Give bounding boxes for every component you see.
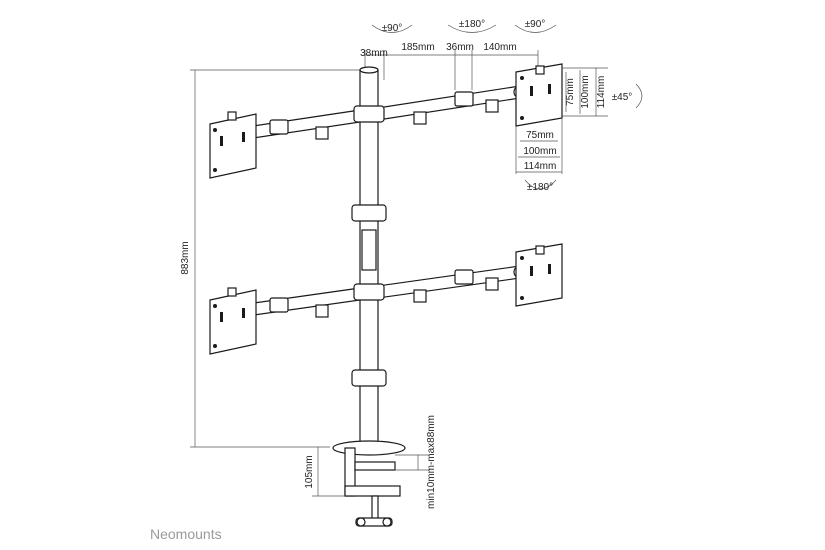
pole-height-dimension: 883mm	[180, 69, 365, 448]
vesa-v-75: 75mm	[565, 78, 576, 106]
pole	[351, 66, 387, 449]
vesa-plate-bottom-left	[209, 287, 257, 355]
pole-height-label: 883mm	[180, 241, 191, 274]
tilt-label: ±45°	[612, 92, 633, 103]
upper-arm	[239, 85, 527, 141]
lower-arm	[239, 265, 527, 318]
vesa-v-114: 114mm	[596, 76, 607, 109]
brand-logo: Neomounts	[150, 526, 222, 542]
rotation-indicators-top: ±90° ±180° ±90°	[371, 19, 557, 34]
rotation-middle-label: ±180°	[459, 19, 485, 30]
vesa-plate-top-right	[515, 63, 563, 127]
arm-dimensions: 38mm 185mm 36mm 140mm	[360, 42, 539, 90]
arm-dim-185: 185mm	[401, 42, 434, 53]
arm-dim-38: 38mm	[360, 48, 388, 59]
vesa-h-100: 100mm	[523, 146, 556, 157]
vesa-plate-top-left	[209, 111, 257, 179]
vesa-dimensions: 75mm 100mm 114mm 75mm 100mm 114mm ±180° …	[515, 67, 643, 193]
rotation-plate-label: ±180°	[527, 182, 553, 193]
desk-clamp	[332, 440, 406, 527]
vesa-plate-bottom-right	[515, 243, 563, 307]
vesa-h-114: 114mm	[524, 161, 557, 172]
vesa-v-100: 100mm	[580, 75, 591, 108]
arm-dim-36: 36mm	[446, 42, 474, 53]
desk-thickness-label: min10mm-max88mm	[426, 415, 437, 509]
rotation-left-label: ±90°	[382, 23, 403, 34]
vesa-h-75: 75mm	[526, 130, 554, 141]
clamp-dimensions: 105mm min10mm-max88mm	[304, 415, 437, 509]
clamp-height-label: 105mm	[304, 455, 315, 488]
arm-dim-140: 140mm	[483, 42, 516, 53]
rotation-right-label: ±90°	[525, 19, 546, 30]
